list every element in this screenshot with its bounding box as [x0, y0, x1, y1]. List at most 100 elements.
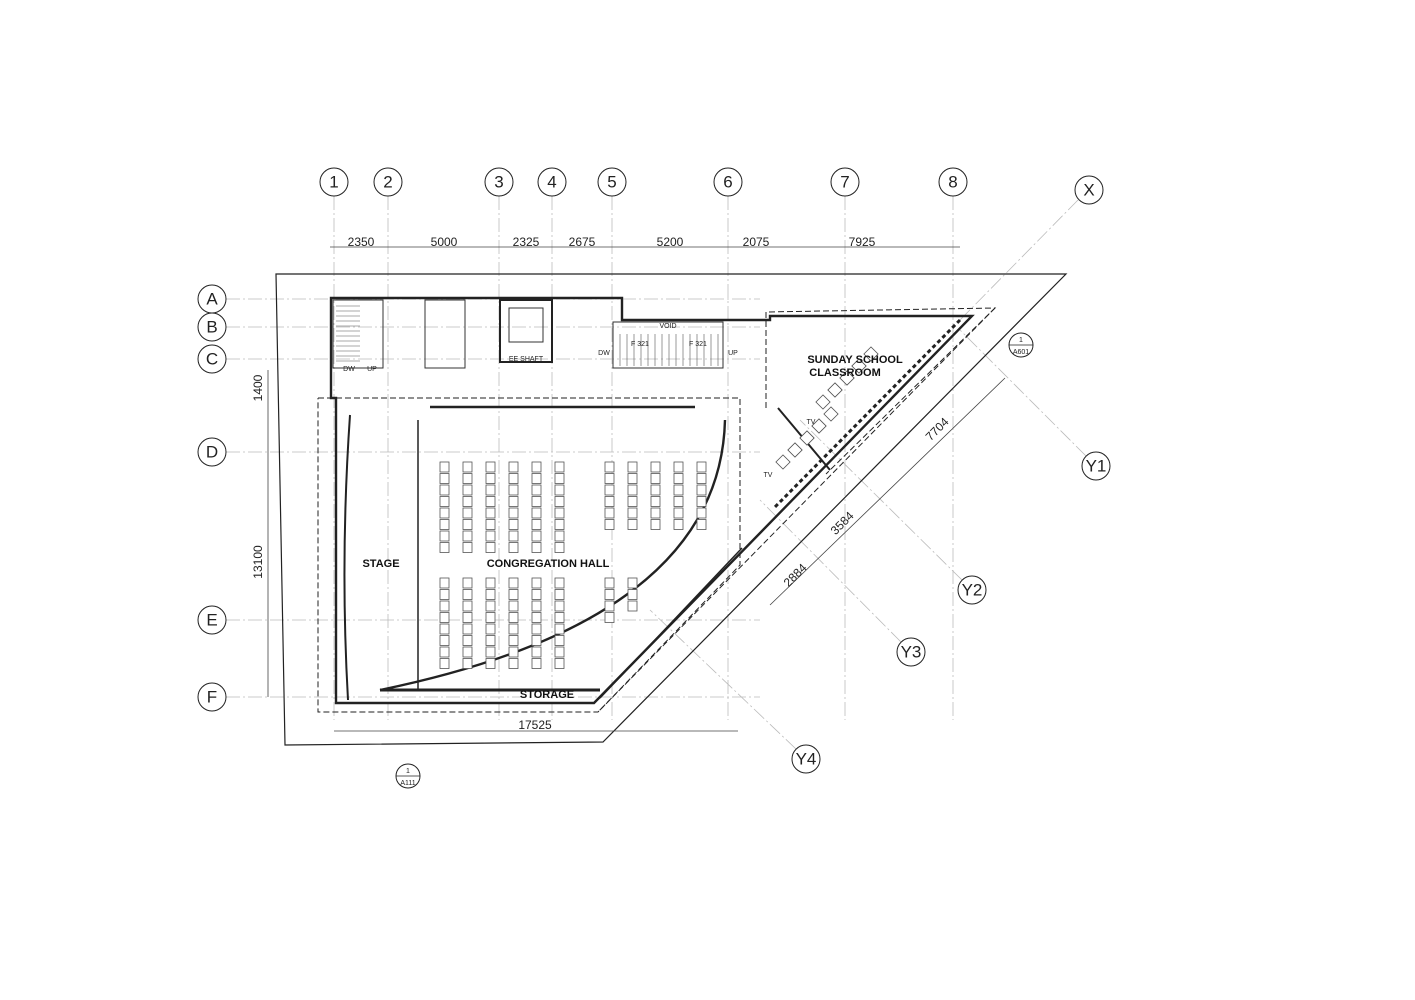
desk	[827, 382, 843, 398]
pew	[696, 519, 707, 530]
pew	[485, 530, 496, 542]
pew	[439, 530, 450, 542]
pew	[554, 577, 565, 589]
pew	[439, 658, 450, 669]
pew	[673, 473, 684, 484]
inner-facade	[599, 547, 743, 699]
pew	[439, 577, 450, 589]
pew	[439, 646, 450, 658]
pew	[439, 635, 450, 646]
pew	[462, 646, 473, 658]
pew	[508, 484, 519, 496]
pew	[696, 484, 707, 496]
pew	[462, 530, 473, 542]
pew	[485, 484, 496, 496]
grid-bubble	[938, 167, 968, 197]
pew	[673, 461, 684, 473]
pew	[696, 507, 707, 519]
pew	[462, 519, 473, 530]
pew	[554, 600, 565, 612]
section-sheet: A111	[400, 780, 415, 787]
pew	[485, 461, 496, 473]
pew	[462, 600, 473, 612]
pew	[554, 612, 565, 623]
pew	[531, 461, 542, 473]
pew	[554, 519, 565, 530]
pew	[508, 600, 519, 612]
pew	[531, 600, 542, 612]
grid-line-diag	[959, 329, 1087, 457]
pew	[439, 473, 450, 484]
pew	[439, 496, 450, 507]
hall-curved-wall	[379, 419, 727, 692]
grid-bubble	[896, 637, 926, 667]
facade-glazing	[772, 318, 962, 510]
pew	[485, 496, 496, 507]
grid-bubble	[197, 605, 227, 635]
pew	[508, 461, 519, 473]
pew	[531, 507, 542, 519]
pew	[508, 646, 519, 658]
pew	[531, 473, 542, 484]
pew	[604, 507, 615, 519]
desk	[799, 430, 815, 446]
classroom-label: CLASSROOM	[809, 367, 881, 379]
lift-car	[508, 307, 544, 343]
pew	[508, 635, 519, 646]
grid-label-row: F	[207, 688, 217, 707]
desk	[811, 418, 827, 434]
classroom-label: SUNDAY SCHOOL	[807, 354, 903, 366]
pew	[531, 496, 542, 507]
pew	[627, 473, 638, 484]
dimension-side: 1400	[251, 374, 265, 401]
grid-label-col: X	[1083, 181, 1094, 200]
pew	[531, 612, 542, 623]
dimension-top: 5200	[657, 235, 684, 249]
grid-label-row: A	[206, 290, 218, 309]
pew	[439, 600, 450, 612]
pew	[508, 519, 519, 530]
pew	[673, 496, 684, 507]
stage-label: STAGE	[362, 558, 399, 570]
grid-bubble	[597, 167, 627, 197]
pews	[439, 461, 707, 669]
stage-curved-wall	[343, 414, 351, 701]
pew	[508, 507, 519, 519]
pew	[439, 589, 450, 600]
dimension-top: 2350	[348, 235, 375, 249]
desk	[787, 442, 803, 458]
grid-label-diag: Y3	[901, 643, 922, 662]
pew	[627, 496, 638, 507]
grid-label-col: 3	[494, 173, 503, 192]
grid-label-col: 2	[383, 173, 392, 192]
annotation-up: UP	[728, 350, 738, 357]
pew	[439, 461, 450, 473]
pew	[485, 623, 496, 635]
grid-label-row: B	[206, 318, 217, 337]
pew	[554, 484, 565, 496]
pew	[508, 577, 519, 589]
pew	[531, 530, 542, 542]
pew	[650, 484, 661, 496]
pew	[604, 496, 615, 507]
pew	[554, 635, 565, 646]
pew	[696, 461, 707, 473]
pew	[439, 507, 450, 519]
grid-bubble	[373, 167, 403, 197]
pew	[554, 658, 565, 669]
annotation-tv: TV	[764, 472, 773, 479]
desk	[823, 406, 839, 422]
pew	[508, 496, 519, 507]
pew	[604, 519, 615, 530]
pew	[627, 507, 638, 519]
pew	[439, 519, 450, 530]
grid-label-row: E	[206, 611, 217, 630]
pew	[462, 577, 473, 589]
void-stair	[612, 321, 724, 369]
pew	[554, 507, 565, 519]
grid-line-x	[959, 199, 1079, 321]
pew	[554, 542, 565, 553]
pew	[508, 542, 519, 553]
building-outline	[329, 296, 975, 705]
grid-bubble	[197, 344, 227, 374]
